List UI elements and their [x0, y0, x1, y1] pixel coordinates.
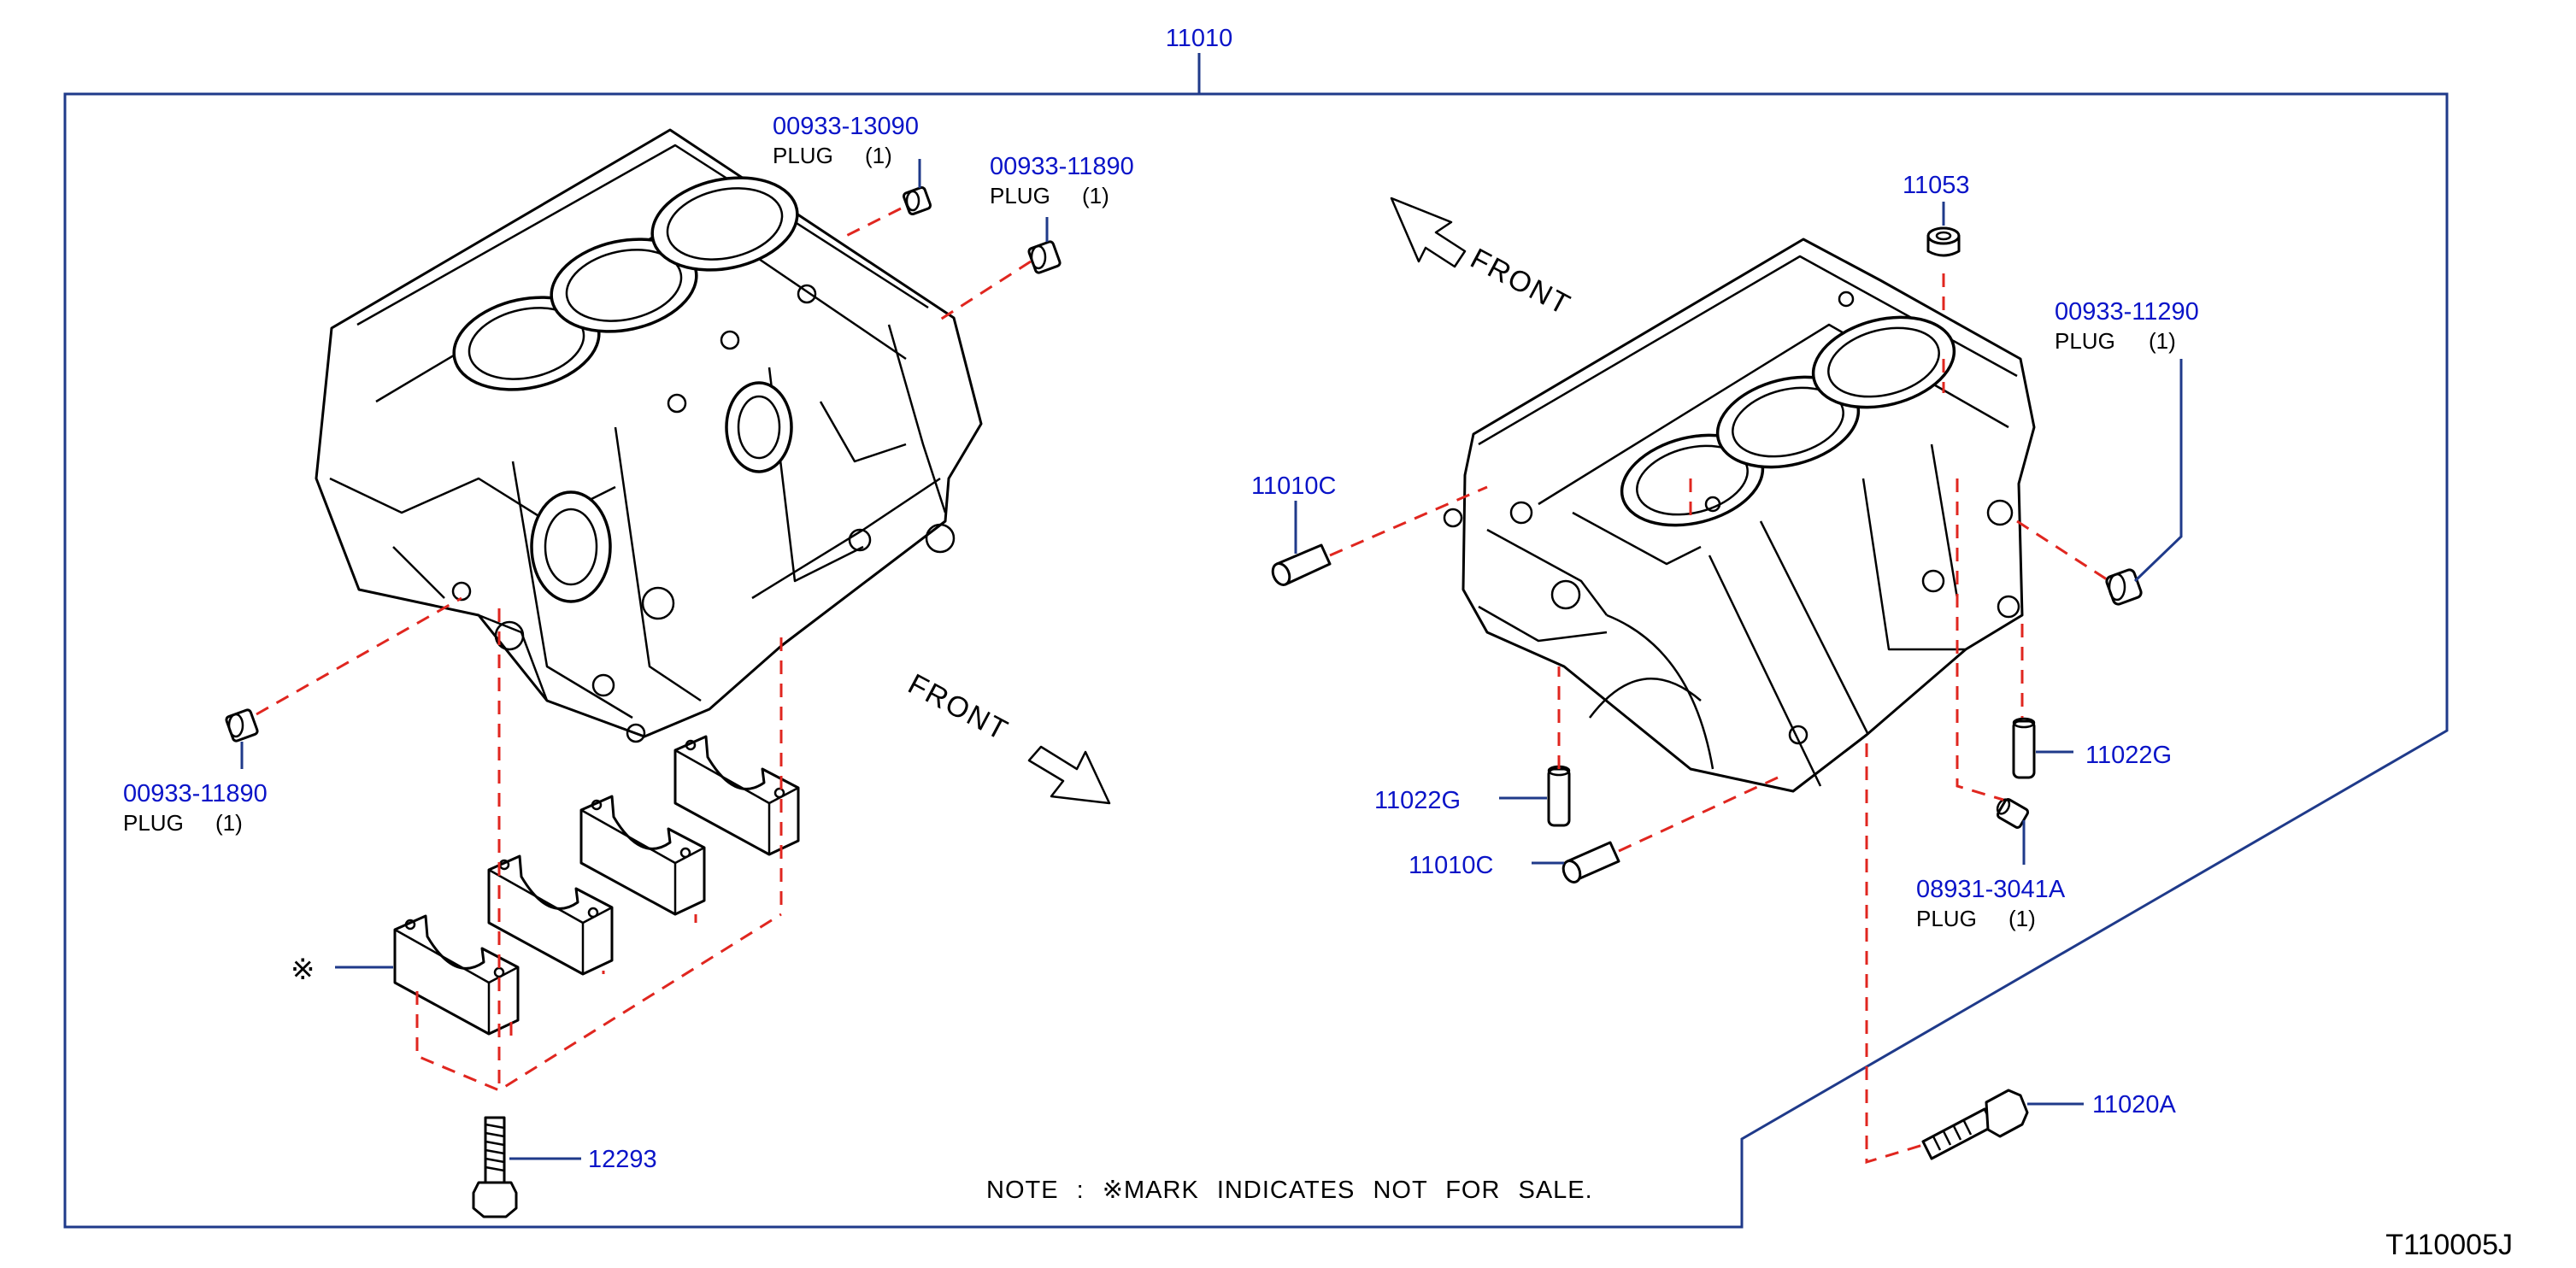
dowel-11010c-upper [1271, 543, 1332, 586]
plug-13090-part [902, 185, 932, 216]
footnote: NOTE : ※MARK INDICATES NOT FOR SALE. [986, 1177, 1593, 1204]
bearing-cap-4 [673, 735, 800, 856]
plug-11890-left-part [225, 708, 259, 743]
svg-text:FRONT: FRONT [1465, 243, 1576, 322]
label-12293[interactable]: 12293 [588, 1146, 657, 1173]
svg-text:PLUG: PLUG [2055, 328, 2115, 354]
svg-text:PLUG: PLUG [773, 143, 833, 168]
svg-text:(1): (1) [1082, 183, 1109, 208]
svg-text:00933-11290: 00933-11290 [2055, 298, 2199, 326]
assembly-frame [63, 92, 2449, 1229]
svg-text:PLUG: PLUG [1916, 906, 1977, 931]
label-plug-11290[interactable]: 00933-11290 PLUG (1) [2055, 298, 2199, 354]
svg-text:(1): (1) [865, 143, 892, 168]
svg-text:FRONT: FRONT [903, 668, 1014, 748]
svg-text:(1): (1) [2008, 906, 2036, 931]
bearing-cap-1 [393, 914, 520, 1036]
svg-text:00933-11890: 00933-11890 [990, 153, 1134, 180]
front-indicator-right: FRONT [1390, 197, 1576, 322]
cylinder-block-right-view [1443, 238, 2036, 793]
svg-text:PLUG: PLUG [123, 810, 184, 836]
dowel-11022g-right [2012, 717, 2036, 779]
label-plug-11890-left[interactable]: 00933-11890 PLUG (1) [123, 780, 268, 836]
cylinder-block-left-view [315, 128, 983, 743]
right-dash-lines [1329, 273, 2110, 1165]
label-11010c-lower[interactable]: 11010C [1409, 852, 1493, 879]
svg-text:PLUG: PLUG [990, 183, 1050, 208]
bearing-cap-3 [579, 795, 706, 916]
label-plug-3041a[interactable]: 08931-3041A PLUG (1) [1916, 876, 2066, 931]
label-11010c-upper[interactable]: 11010C [1251, 473, 1336, 500]
left-dash-lines [256, 207, 1032, 1092]
label-11020a[interactable]: 11020A [2092, 1091, 2176, 1118]
plug-3041a-part [1996, 798, 2030, 829]
svg-text:08931-3041A: 08931-3041A [1916, 876, 2066, 903]
label-plug-13090[interactable]: 00933-13090 PLUG (1) [773, 113, 919, 168]
svg-text:(1): (1) [2149, 328, 2176, 354]
callout-leaders [240, 159, 2183, 1160]
diagram-id: T110005J [2385, 1229, 2513, 1261]
part-11053 [1926, 226, 1961, 257]
svg-text:00933-11890: 00933-11890 [123, 780, 268, 807]
front-indicator-left: FRONT [903, 668, 1111, 805]
dowel-11022g-left [1547, 765, 1571, 827]
not-for-sale-mark: ※ [291, 954, 315, 986]
bolt-11020a [1921, 1089, 2029, 1160]
label-11022g-right[interactable]: 11022G [2085, 742, 2172, 769]
dowel-11010c-lower [1561, 841, 1620, 883]
svg-text:00933-13090: 00933-13090 [773, 113, 919, 140]
bearing-cap-2 [487, 854, 614, 976]
assembly-part-number[interactable]: 11010 [1166, 25, 1233, 52]
main-bearing-bolt [472, 1116, 518, 1218]
label-11022g-left[interactable]: 11022G [1374, 787, 1461, 814]
main-bearing-caps [393, 735, 800, 1036]
svg-text:(1): (1) [215, 810, 243, 836]
label-11053[interactable]: 11053 [1903, 172, 1970, 199]
plug-11290-part [2105, 568, 2143, 606]
label-plug-11890-top[interactable]: 00933-11890 PLUG (1) [990, 153, 1134, 208]
plug-11890-top-part [1027, 240, 1062, 274]
